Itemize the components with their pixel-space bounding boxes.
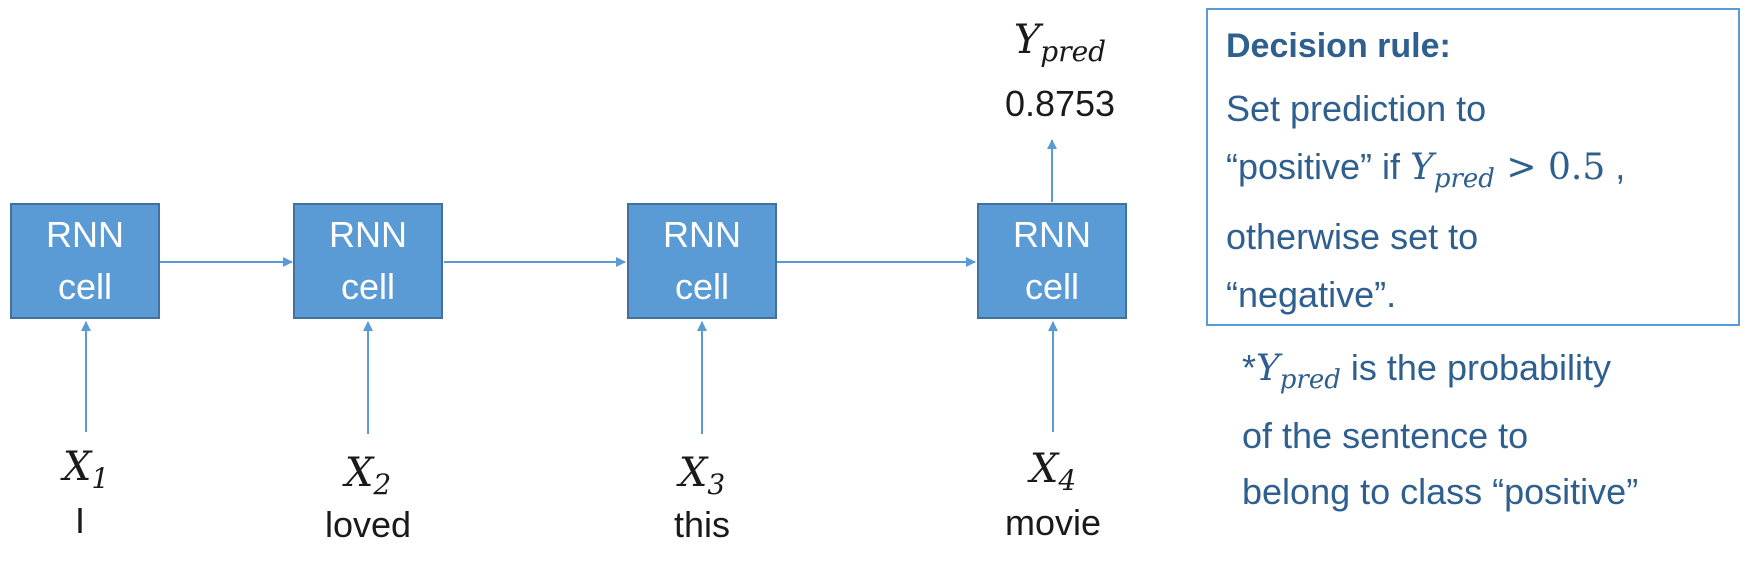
input-word-3: this <box>673 504 731 545</box>
input-symbol-x1: X1 <box>62 444 110 495</box>
rnn-cell-1: RNN cell <box>10 203 160 319</box>
decision-rule-box: Decision rule: Set prediction to “positi… <box>1206 8 1740 326</box>
output-symbol: Ypred <box>1013 17 1107 68</box>
footnote-line1: *Ypred is the probability <box>1242 347 1612 395</box>
decision-rule-title: Decision rule: <box>1226 27 1451 65</box>
input-symbol-x2: X2 <box>344 450 392 501</box>
input-symbol-x3: X3 <box>678 450 726 501</box>
input-symbol-x4: X4 <box>1029 446 1077 497</box>
ypred-footnote: *Ypred is the probability of the sentenc… <box>1242 340 1742 520</box>
decision-rule-line2: “positive” if Ypred > 0.5 , <box>1226 146 1626 194</box>
rnn-cell-2: RNN cell <box>293 203 443 319</box>
decision-rule-line3: otherwise set to <box>1226 216 1479 257</box>
footnote-line3: belong to class “positive” <box>1242 471 1639 512</box>
rnn-cell-label: cell <box>57 266 113 307</box>
footnote-line2: of the sentence to <box>1242 415 1529 456</box>
decision-rule-line4: “negative”. <box>1226 274 1397 315</box>
rnn-cell-label: cell <box>674 266 730 307</box>
decision-rule-line1: Set prediction to <box>1226 88 1487 129</box>
output-prediction: Ypred 0.8753 <box>985 12 1135 128</box>
output-value: 0.8753 <box>1004 83 1116 124</box>
rnn-cell-label: RNN <box>663 214 741 255</box>
rnn-cell-label: cell <box>1024 266 1080 307</box>
input-word-2: loved <box>324 504 412 545</box>
rnn-cell-3: RNN cell <box>627 203 777 319</box>
rnn-cell-4: RNN cell <box>977 203 1127 319</box>
rnn-cell-label: RNN <box>329 214 407 255</box>
rnn-cell-label: RNN <box>46 214 124 255</box>
rnn-cell-label: RNN <box>1013 214 1091 255</box>
rnn-cell-label: cell <box>340 266 396 307</box>
input-word-4: movie <box>1004 502 1102 543</box>
decision-rule-text: Set prediction to “positive” if Ypred > … <box>1226 80 1720 324</box>
input-word-1: I <box>74 500 85 541</box>
